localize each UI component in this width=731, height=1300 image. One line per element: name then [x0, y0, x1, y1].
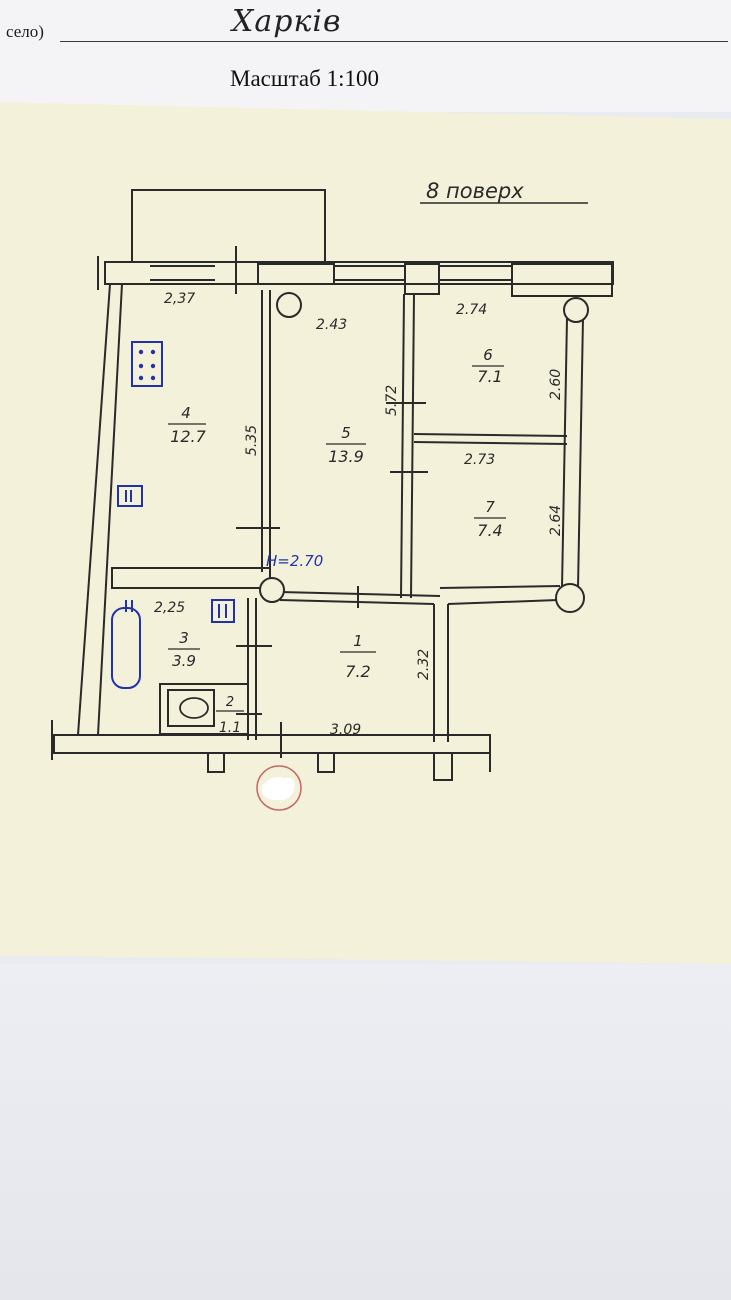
- room-7: 7 7.4: [474, 498, 506, 540]
- sink-icon: [117, 485, 143, 507]
- room-number: 3: [179, 629, 189, 647]
- dim-room7-width: 2.73: [464, 452, 495, 468]
- room-number: 6: [483, 346, 493, 364]
- stove-burners: [138, 349, 156, 381]
- dim-room5-length: 5.72: [384, 385, 400, 416]
- dim-room1-length: 2.32: [416, 649, 432, 680]
- dim-room6-length: 2.60: [548, 369, 564, 400]
- room-number: 2: [226, 695, 234, 710]
- header-sheet: село) Харків Масштаб 1:100: [0, 0, 731, 112]
- walls: [51, 189, 614, 781]
- dim-room5-width: 2.43: [316, 317, 347, 333]
- room-number: 4: [181, 404, 191, 422]
- room-area: 7.4: [477, 521, 502, 540]
- floor-plan-sheet: [0, 102, 731, 964]
- room-number: 7: [485, 498, 495, 516]
- room-6: 6 7.1: [472, 346, 504, 386]
- city-name: Харків: [232, 4, 342, 39]
- lower-sheet: [0, 964, 731, 1300]
- room-2: 2 1.1: [216, 695, 244, 736]
- settlement-label: село): [6, 22, 44, 41]
- toilet-icon: [179, 697, 209, 719]
- room-area: 7.1: [477, 367, 502, 386]
- room-5: 5 13.9: [326, 424, 366, 466]
- bathtub-icon: [111, 607, 141, 689]
- dim-room1-width: 3.09: [330, 722, 361, 738]
- stove-icon: [131, 341, 163, 387]
- room-number: 5: [341, 424, 351, 442]
- dim-room3-width: 2,25: [154, 600, 185, 616]
- entrance-stamp: [256, 765, 302, 811]
- header-underline: [60, 41, 728, 42]
- room-area: 3.9: [172, 652, 196, 670]
- balcony-outline: [131, 189, 326, 262]
- dim-room7-length: 2.64: [548, 505, 564, 536]
- room-1: 1 7.2: [340, 632, 376, 681]
- ceiling-height: H=2.70: [266, 552, 323, 570]
- room-area: 7.2: [345, 662, 370, 681]
- dim-room6-width: 2.74: [456, 302, 487, 318]
- scale-label: Масштаб 1:100: [230, 66, 379, 91]
- room-area: 13.9: [328, 447, 364, 466]
- room-area: 1.1: [219, 720, 241, 736]
- room-number: 1: [353, 632, 363, 650]
- dim-room4-width: 2,37: [164, 291, 195, 307]
- washbasin-icon: [211, 599, 235, 623]
- room-area: 12.7: [170, 427, 206, 446]
- entrance-mark: [261, 777, 295, 801]
- floor-label: 8 поверх: [426, 179, 524, 203]
- room-3: 3 3.9: [168, 629, 200, 670]
- dim-room4-length: 5.35: [244, 425, 260, 456]
- columns: [259, 292, 589, 613]
- room-4: 4 12.7: [168, 404, 207, 446]
